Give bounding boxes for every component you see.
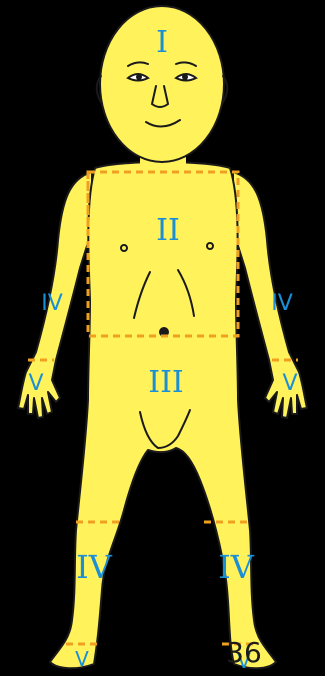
right-pupil (182, 74, 188, 80)
label-trunk-upper: II (156, 213, 180, 248)
label-hand-left: V (28, 371, 43, 396)
left-pupil (136, 74, 142, 80)
label-leg-right: IV (218, 548, 255, 586)
label-hand-right: V (282, 371, 297, 396)
label-upper-arm-right: IV (271, 291, 293, 316)
label-leg-left: IV (76, 548, 113, 586)
label-upper-arm-left: IV (41, 291, 63, 316)
label-head: I (156, 25, 168, 60)
label-foot-left: V (75, 647, 89, 671)
page-number: 36 (226, 636, 262, 669)
label-trunk-lower: III (148, 365, 184, 400)
